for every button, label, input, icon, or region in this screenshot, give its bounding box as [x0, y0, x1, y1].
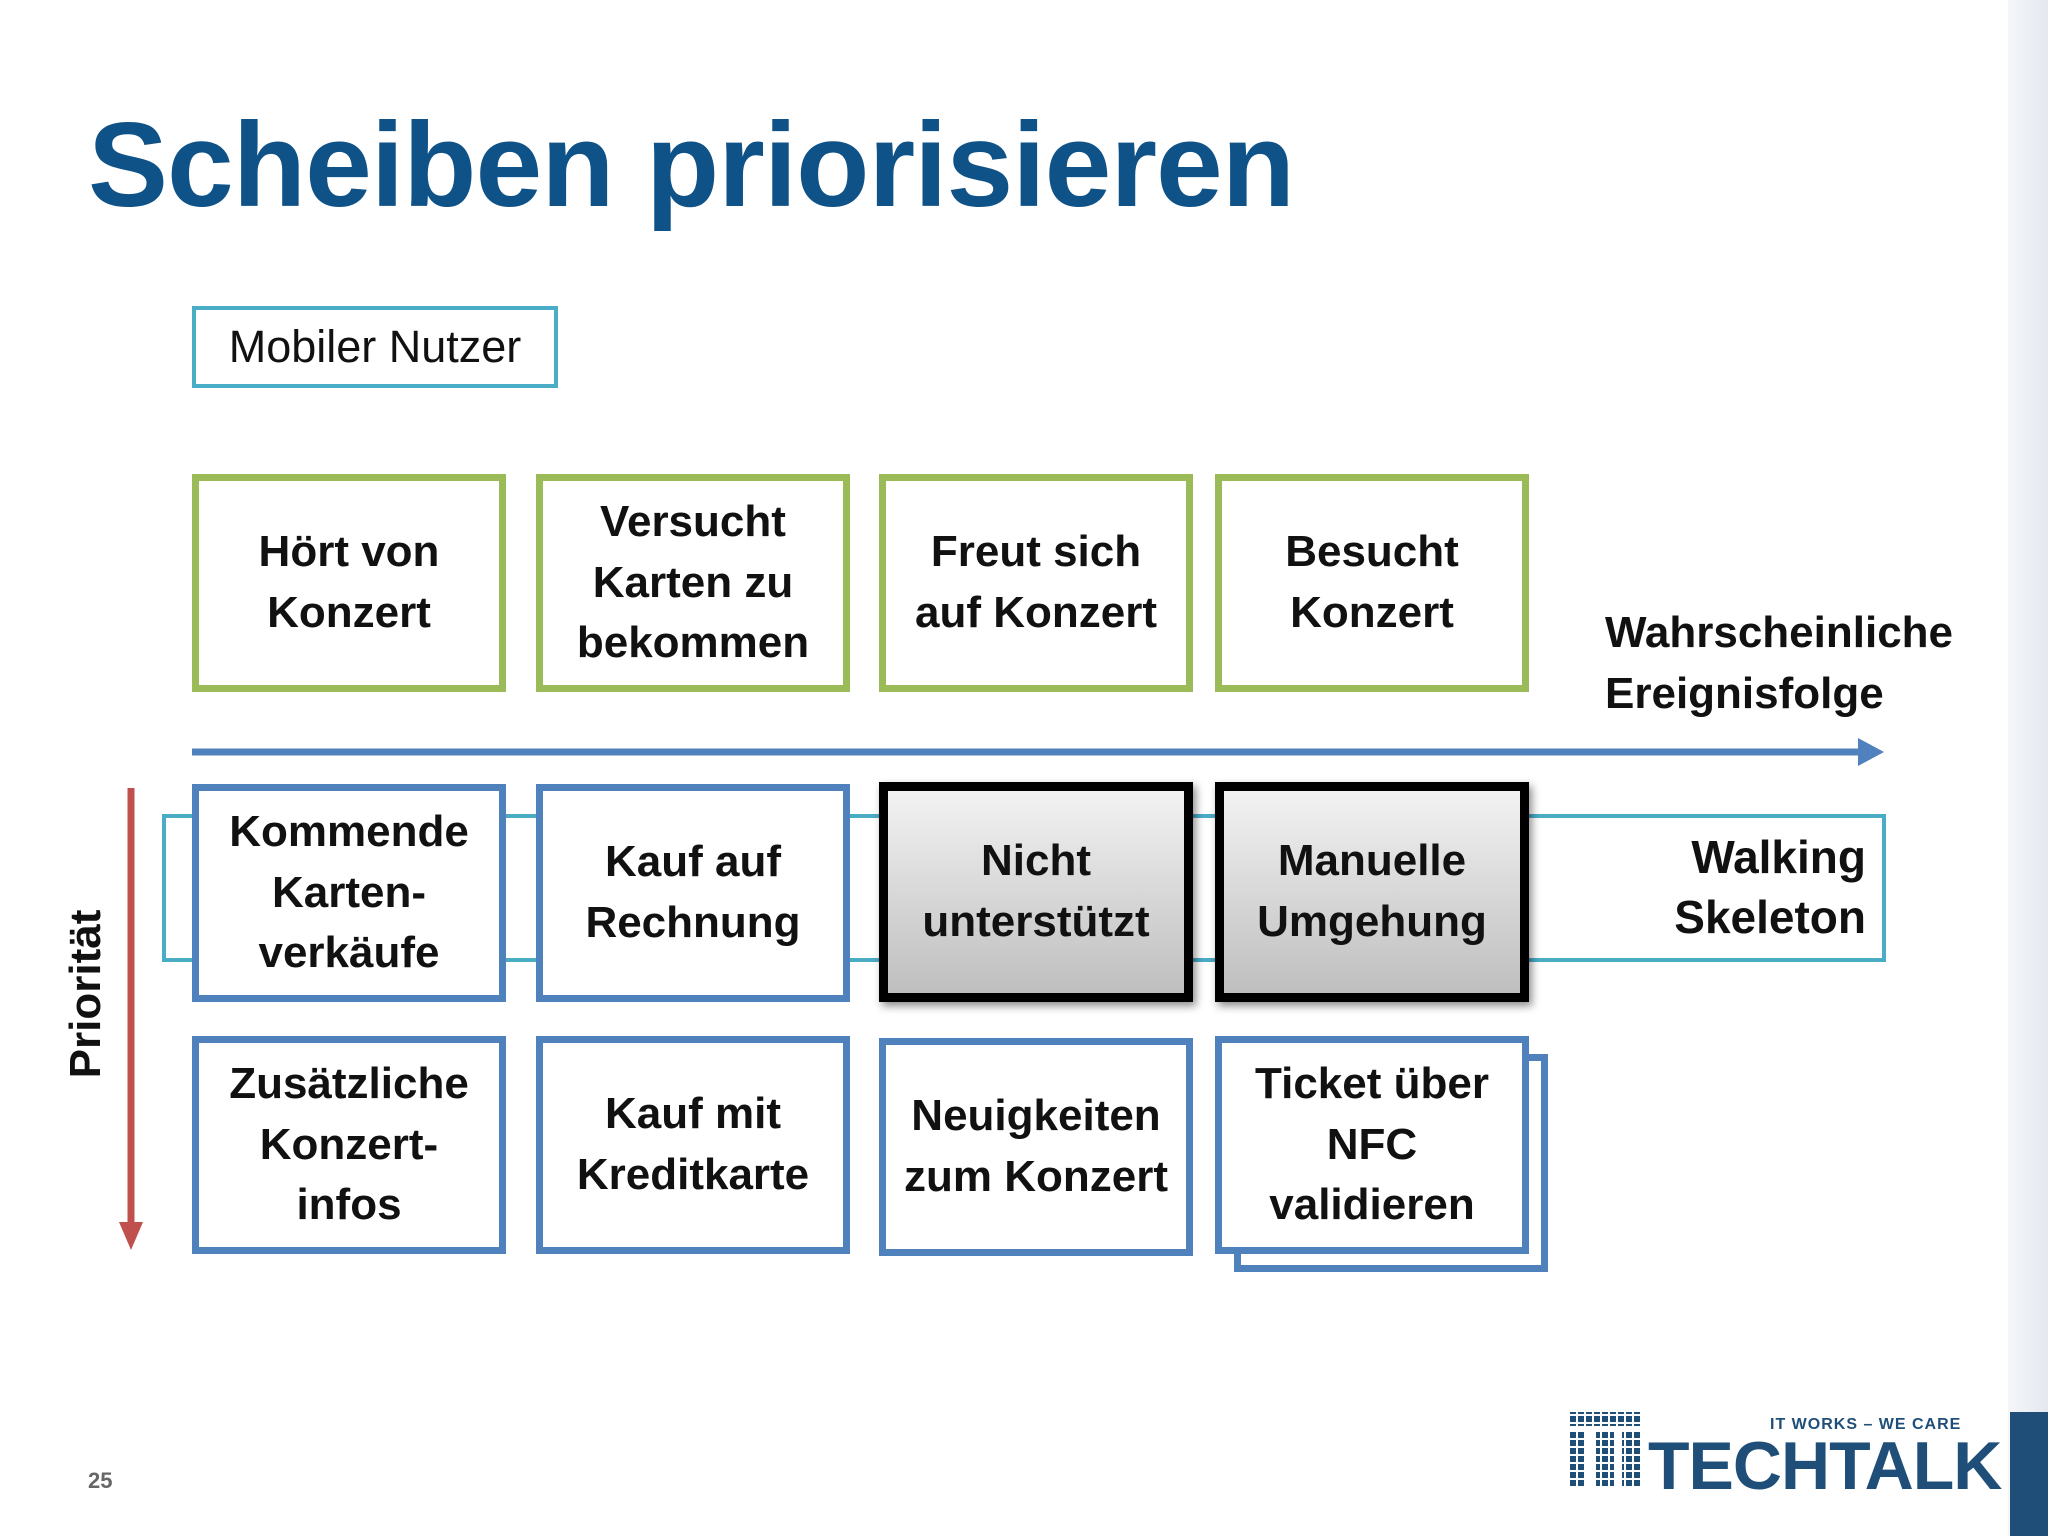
story-card-r1-1: Kommende Karten- verkäufe — [192, 784, 506, 1002]
activity-card-2: Versucht Karten zu bekommen — [536, 474, 850, 692]
persona-box: Mobiler Nutzer — [192, 306, 558, 388]
story-label: Zusätzliche Konzert- infos — [229, 1058, 469, 1230]
priority-label: Priorität — [61, 909, 110, 1079]
story-label: Neuigkeiten zum Konzert — [904, 1091, 1168, 1201]
story-card-r1-4-highlighted: Manuelle Umgehung — [1215, 782, 1529, 1002]
activity-card-3: Freut sich auf Konzert — [879, 474, 1193, 692]
techtalk-logo: IT WORKS – WE CARE TECHTALK — [1562, 1408, 2002, 1500]
story-label: Manuelle Umgehung — [1257, 836, 1487, 946]
slide-right-edge-band — [2008, 0, 2048, 1536]
story-card-r2-1: Zusätzliche Konzert- infos — [192, 1036, 506, 1254]
slide-title: Scheiben priorisieren — [88, 98, 1295, 232]
story-label: Kauf auf Rechnung — [585, 837, 801, 947]
logo-brand: TECHTALK — [1648, 1428, 2002, 1504]
walking-skeleton-label: Walking Skeleton — [1674, 831, 1866, 943]
corner-accent — [2010, 1412, 2048, 1536]
story-card-r1-3-highlighted: Nicht unterstützt — [879, 782, 1193, 1002]
activity-label: Versucht Karten zu bekommen — [576, 496, 810, 668]
story-card-r2-2: Kauf mit Kreditkarte — [536, 1036, 850, 1254]
timeline-label: Wahrscheinliche Ereignisfolge — [1605, 608, 1954, 718]
priority-arrow-head — [119, 1222, 143, 1250]
it-grid-logo-icon — [1568, 1412, 1640, 1488]
activity-label: Hört von Konzert — [258, 527, 440, 637]
story-card-r2-3: Neuigkeiten zum Konzert — [879, 1038, 1193, 1256]
page-number: 25 — [88, 1468, 113, 1493]
story-card-r2-4: Ticket über NFC validieren — [1215, 1036, 1529, 1254]
story-label: Ticket über NFC validieren — [1255, 1058, 1489, 1230]
persona-label: Mobiler Nutzer — [228, 321, 522, 372]
activity-label: Besucht Konzert — [1285, 527, 1459, 637]
story-label: Kauf mit Kreditkarte — [576, 1089, 810, 1199]
story-card-r1-2: Kauf auf Rechnung — [536, 784, 850, 1002]
activity-card-1: Hört von Konzert — [192, 474, 506, 692]
story-label: Kommende Karten- verkäufe — [229, 806, 469, 978]
activity-card-4: Besucht Konzert — [1215, 474, 1529, 692]
activity-label: Freut sich auf Konzert — [915, 527, 1157, 637]
story-label: Nicht unterstützt — [922, 836, 1150, 946]
timeline-arrow-head — [1858, 738, 1884, 766]
logo-tagline: IT WORKS – WE CARE — [1770, 1416, 1962, 1433]
